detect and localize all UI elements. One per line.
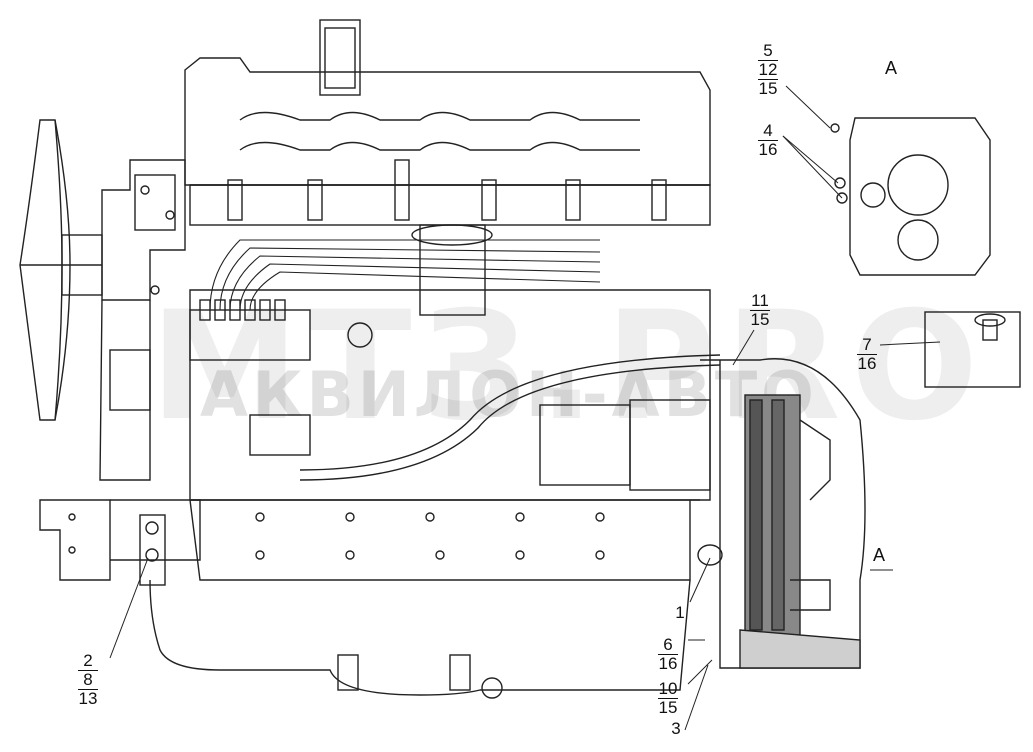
fan: [19, 119, 103, 421]
front-bracket: [39, 499, 201, 586]
callout-number: 1: [675, 603, 685, 622]
callout-number: 4: [758, 122, 778, 141]
injectors: [227, 159, 667, 221]
view-label-bottom: А: [873, 545, 886, 565]
callout-number: 16: [658, 654, 678, 673]
callout-number: 2: [78, 652, 98, 671]
callout-number: 10: [658, 679, 678, 699]
callout-7-16: 7 16: [857, 336, 877, 373]
callout-5-12-15: 5 12 15: [758, 42, 778, 98]
view-a-inset: [830, 117, 991, 276]
leader-lines: [109, 85, 941, 731]
small-inset: [924, 311, 1021, 388]
callout-number: 15: [658, 698, 678, 717]
callout-number: 3: [671, 719, 681, 738]
callout-number: 15: [750, 310, 770, 329]
oil-pan: [149, 579, 691, 699]
callout-10-15: 10 15: [658, 680, 678, 717]
callout-2-8-13: 2 8 13: [78, 652, 98, 708]
callout-number: 15: [758, 79, 778, 98]
front-cover: [99, 159, 186, 481]
cylinder-head: [184, 19, 711, 226]
fuel-filter: [347, 224, 493, 348]
cylinder-block: [189, 289, 711, 581]
callout-3: 3: [666, 720, 686, 738]
watermark-main: МТЗ.PRO: [150, 280, 989, 454]
view-label-top: А: [885, 58, 898, 78]
callout-6-16: 6 16: [658, 636, 678, 673]
starter: [299, 354, 721, 491]
callout-number: 6: [658, 636, 678, 655]
callout-4-16: 4 16: [758, 122, 778, 159]
callout-number: 13: [78, 689, 98, 708]
clutch-housing: [697, 358, 866, 669]
callout-11-15: 11 15: [750, 292, 770, 329]
callout-number: 12: [758, 60, 778, 80]
watermark-sub: АКВИЛОН-АВТО: [200, 358, 818, 431]
callout-number: 16: [758, 140, 778, 159]
callout-number: 7: [857, 336, 877, 355]
callout-1: 1: [670, 604, 690, 622]
fuel-injection-pump: [189, 299, 311, 456]
callout-number: 16: [857, 354, 877, 373]
callout-number: 11: [750, 291, 770, 311]
callout-number: 8: [78, 671, 98, 690]
callout-number: 5: [758, 42, 778, 61]
